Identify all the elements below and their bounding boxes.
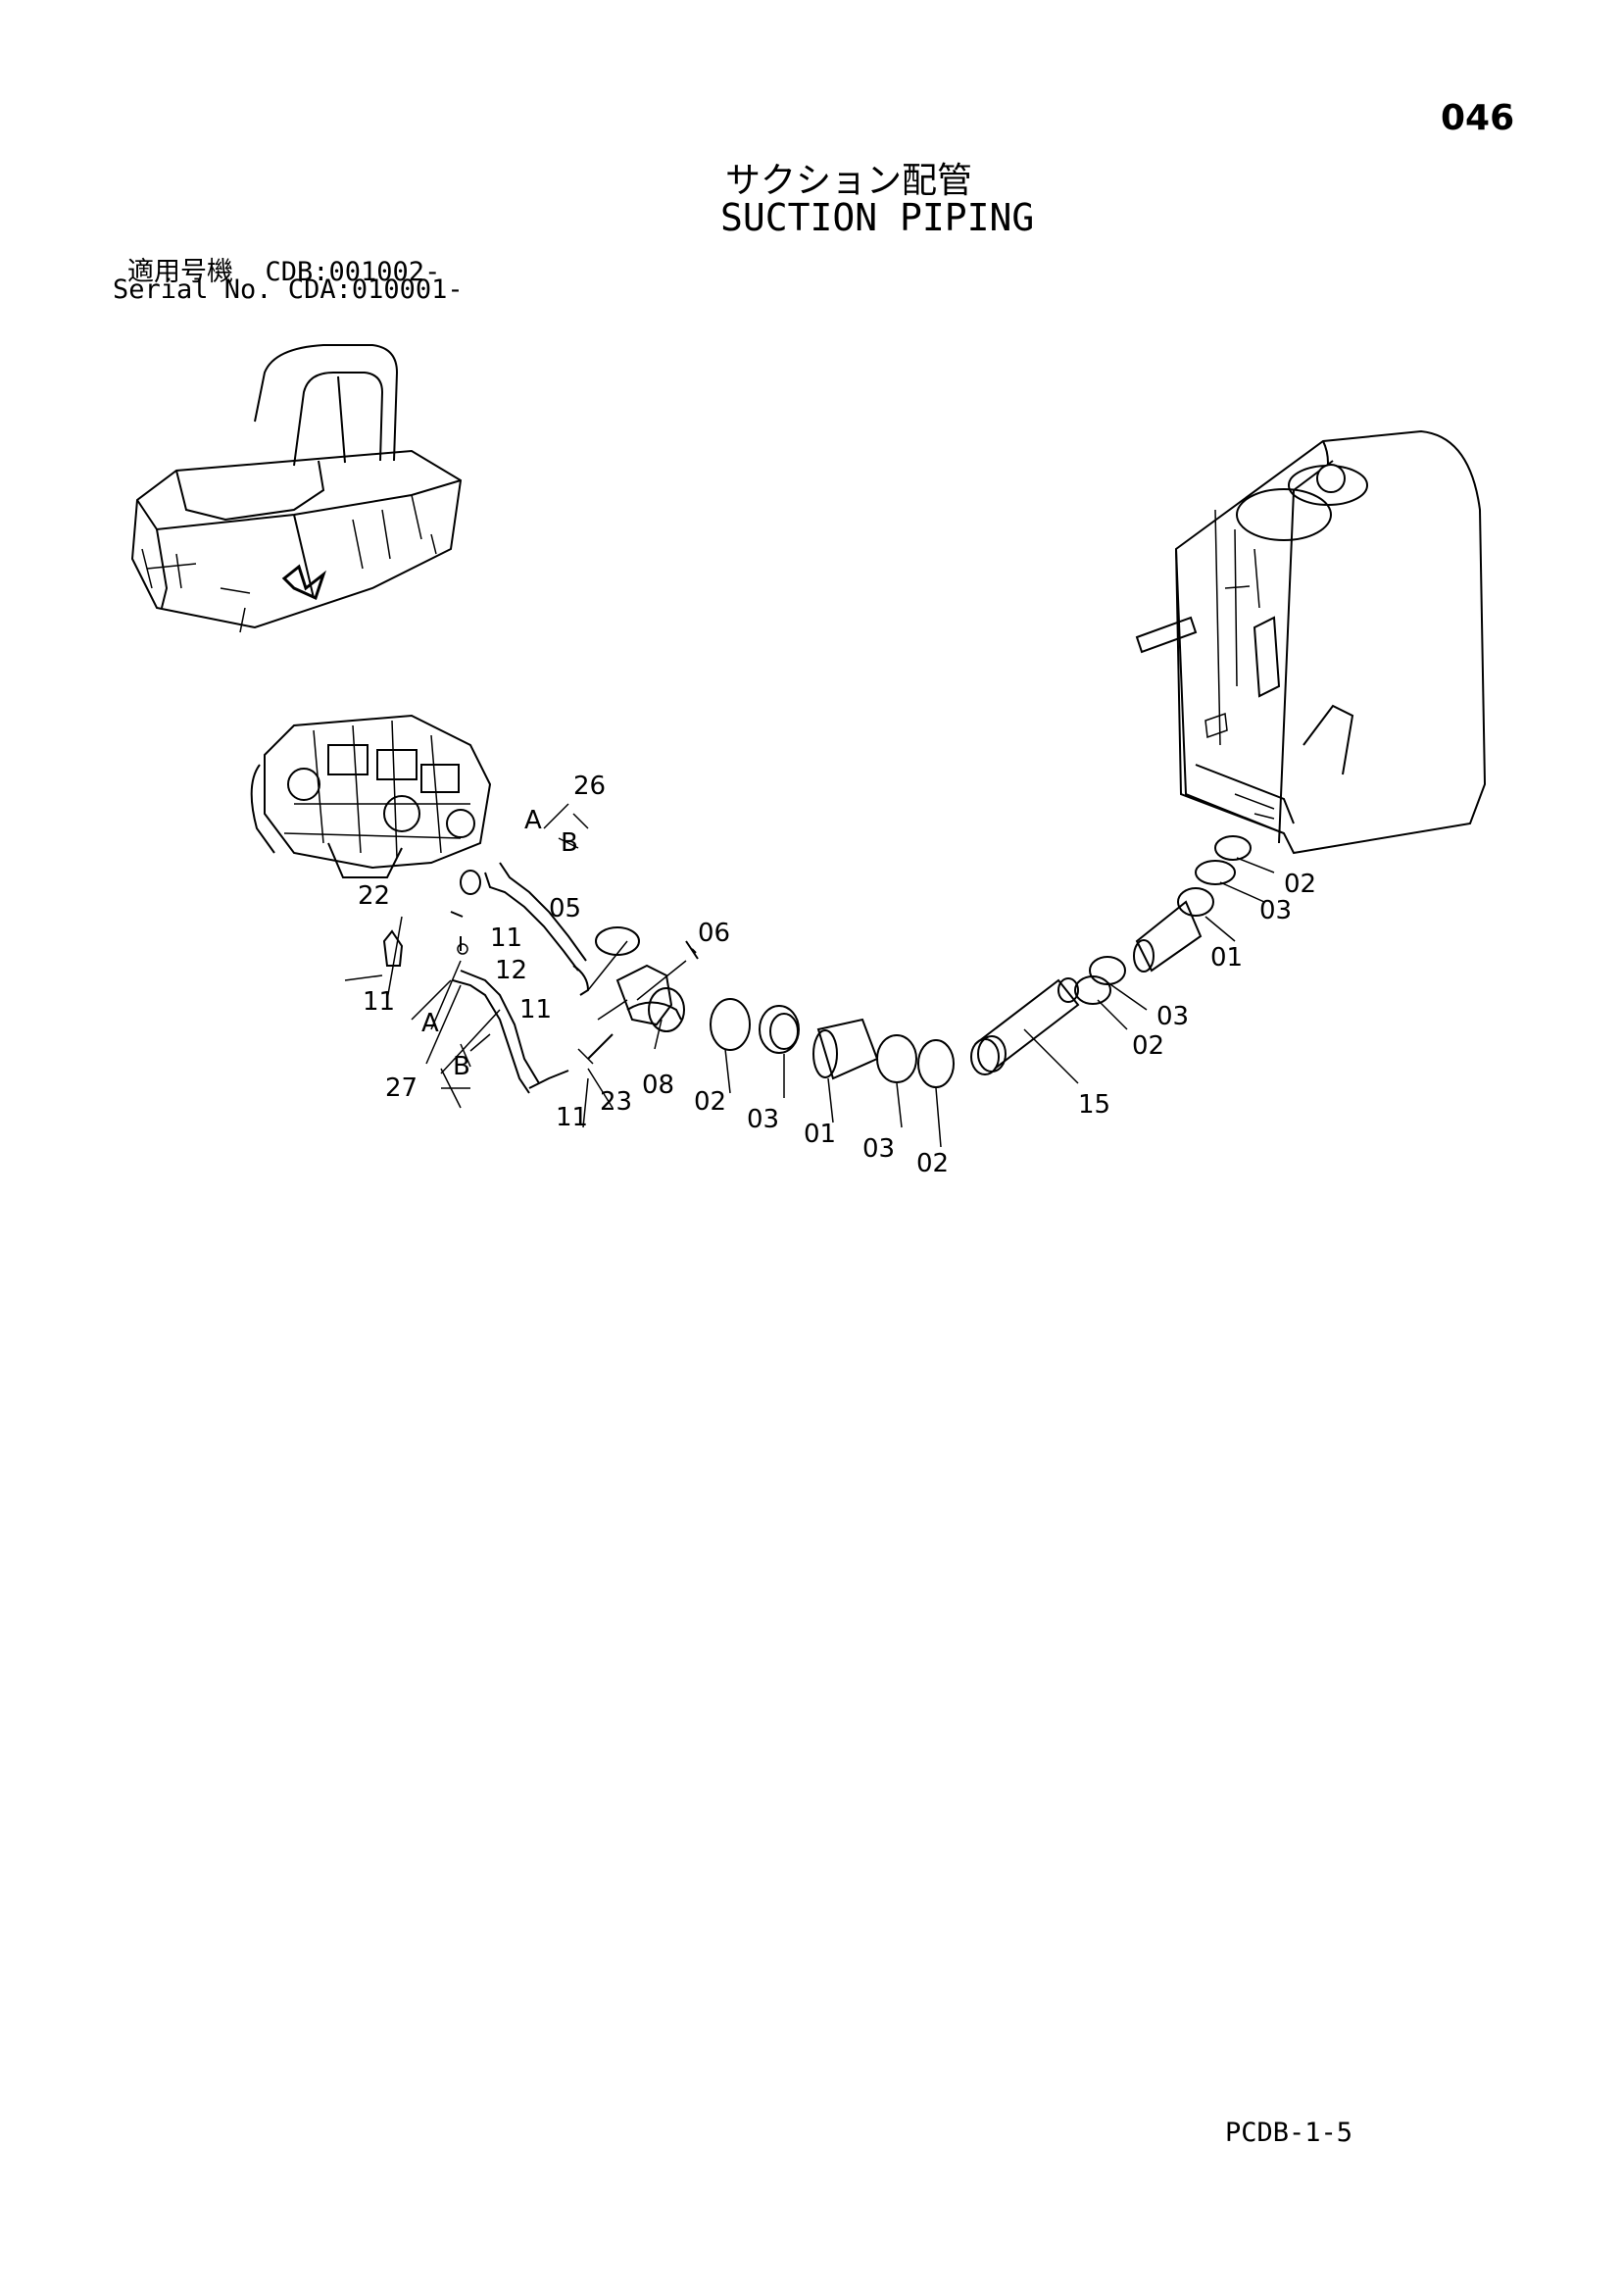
callout-11-lower: 11 xyxy=(556,1103,588,1132)
hydraulic-pump-assembly xyxy=(250,714,492,878)
callout-11-upper: 11 xyxy=(490,923,522,953)
callout-11-left: 11 xyxy=(363,987,395,1017)
callout-leaders xyxy=(344,803,1275,1148)
callout-03-b: 03 xyxy=(862,1134,895,1164)
serial-applicability: Serial No. CDA:010001- xyxy=(113,275,464,305)
page-title-japanese: サクション配管 xyxy=(725,161,973,201)
callout-02-b: 02 xyxy=(916,1149,949,1178)
callout-02-d: 02 xyxy=(1284,870,1316,899)
excavator-thumbnail xyxy=(130,344,463,633)
callout-08: 08 xyxy=(642,1071,674,1100)
callout-26: 26 xyxy=(573,772,606,801)
callout-03-a: 03 xyxy=(747,1105,779,1134)
callout-b-lower: B xyxy=(453,1052,470,1081)
callout-03-c: 03 xyxy=(1156,1002,1189,1031)
callout-11-middle: 11 xyxy=(519,995,552,1024)
callout-12: 12 xyxy=(495,956,527,985)
callout-01-b: 01 xyxy=(1210,943,1243,973)
callout-15: 15 xyxy=(1078,1090,1110,1120)
callout-labels: 26 A B 22 05 06 11 12 11 11 A B 27 11 23… xyxy=(358,772,1316,1178)
callout-02-c: 02 xyxy=(1132,1031,1164,1061)
hydraulic-tank xyxy=(1135,429,1487,855)
callout-b-upper: B xyxy=(561,828,578,858)
callout-23: 23 xyxy=(600,1087,632,1117)
suction-pipes-and-clamps xyxy=(710,835,1252,1088)
page-title: SUCTION PIPING xyxy=(720,196,1035,239)
footer-code: PCDB-1-5 xyxy=(1225,2118,1353,2148)
callout-a-lower: A xyxy=(421,1009,439,1038)
callout-02-a: 02 xyxy=(694,1087,726,1117)
callout-27: 27 xyxy=(385,1073,418,1103)
page-number: 046 xyxy=(1441,98,1515,138)
callout-05: 05 xyxy=(549,894,581,923)
callout-06: 06 xyxy=(698,919,730,948)
serial-applicability-japanese: 適用号機 CDB:001002- xyxy=(127,257,441,287)
callout-01-a: 01 xyxy=(804,1120,836,1149)
callout-03-d: 03 xyxy=(1259,896,1292,925)
suction-hoses xyxy=(382,862,699,1094)
callout-22: 22 xyxy=(358,881,390,911)
callout-a-upper: A xyxy=(524,806,542,835)
